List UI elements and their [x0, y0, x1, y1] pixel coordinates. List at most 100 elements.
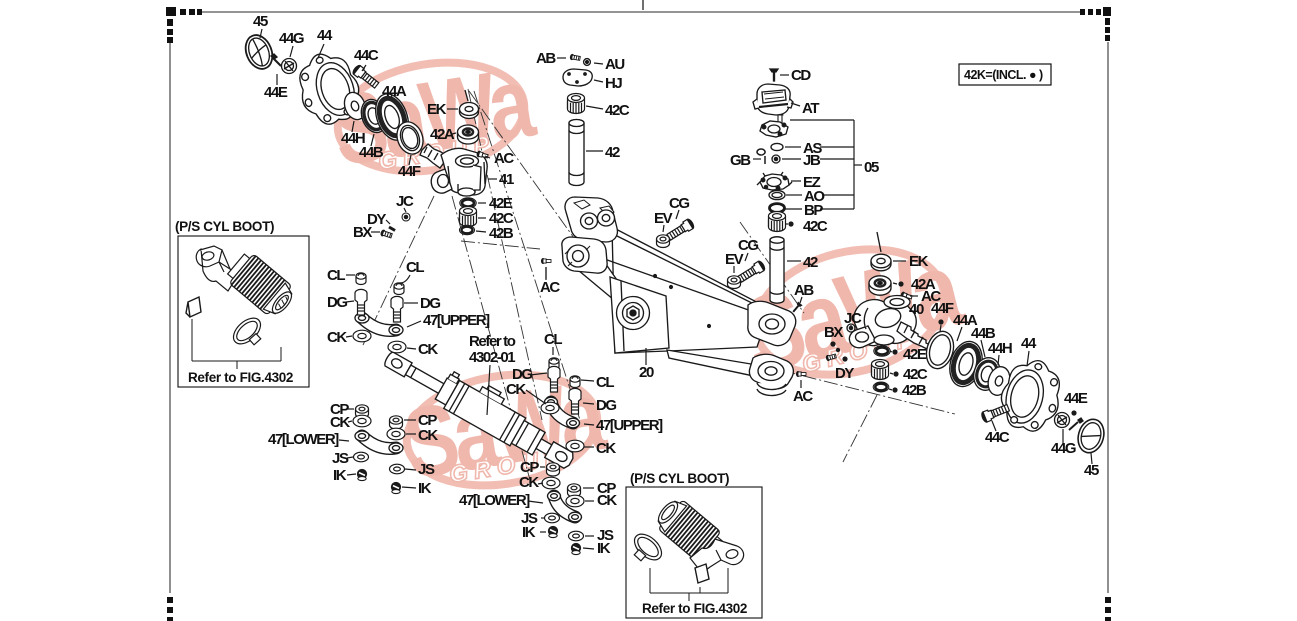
svg-text:IK: IK	[522, 524, 536, 541]
svg-text:05: 05	[864, 159, 879, 176]
svg-text:44A: 44A	[382, 83, 407, 100]
svg-text:BP: BP	[804, 202, 823, 219]
svg-text:JS: JS	[418, 461, 435, 478]
svg-text:EV: EV	[654, 210, 673, 227]
svg-text:42: 42	[803, 254, 818, 271]
svg-text:4302-01: 4302-01	[469, 349, 515, 366]
svg-text:47[LOWER]: 47[LOWER]	[459, 492, 530, 509]
svg-text:JC: JC	[844, 310, 862, 327]
svg-text:EK: EK	[909, 253, 929, 270]
svg-text:44: 44	[317, 27, 333, 44]
svg-text:CL: CL	[327, 267, 345, 284]
svg-text:IK: IK	[597, 540, 611, 557]
svg-text:AC: AC	[793, 388, 813, 405]
svg-text:AC: AC	[540, 279, 560, 296]
svg-text:CK: CK	[506, 381, 526, 398]
svg-text:BX: BX	[353, 224, 372, 241]
svg-text:IK: IK	[333, 467, 347, 484]
svg-text:(P/S CYL BOOT): (P/S CYL BOOT)	[175, 219, 274, 234]
svg-text:AU: AU	[605, 56, 624, 73]
svg-text:44B: 44B	[971, 325, 996, 342]
svg-text:DG: DG	[596, 397, 616, 414]
svg-text:CK: CK	[327, 329, 347, 346]
svg-text:44G: 44G	[279, 30, 304, 47]
svg-text:42B: 42B	[489, 225, 514, 242]
svg-text:CL: CL	[544, 331, 562, 348]
svg-text:CP: CP	[418, 412, 437, 429]
svg-text:CL: CL	[596, 374, 614, 391]
svg-text:42A: 42A	[430, 126, 455, 143]
svg-text:JB: JB	[803, 152, 821, 169]
svg-text:42C: 42C	[489, 210, 514, 227]
svg-text:CP: CP	[520, 459, 539, 476]
svg-text:CK: CK	[519, 474, 539, 491]
svg-text:40: 40	[909, 301, 924, 318]
svg-text:45: 45	[253, 13, 268, 30]
svg-text:CL: CL	[406, 259, 424, 276]
svg-text:CP: CP	[330, 401, 349, 418]
svg-text:EK: EK	[427, 101, 447, 118]
svg-text:42K=(INCL. ● ): 42K=(INCL. ● )	[964, 68, 1043, 82]
svg-text:CD: CD	[791, 67, 811, 84]
svg-text:DG: DG	[327, 294, 347, 311]
svg-text:BX: BX	[824, 324, 843, 341]
svg-text:JS: JS	[332, 450, 349, 467]
svg-text:AO: AO	[804, 188, 825, 205]
svg-text:DY: DY	[367, 211, 386, 228]
svg-text:47[UPPER]: 47[UPPER]	[596, 417, 663, 434]
svg-text:Refer to FIG.4302: Refer to FIG.4302	[188, 370, 293, 385]
svg-text:AC: AC	[921, 288, 941, 305]
svg-text:44E: 44E	[264, 84, 288, 101]
svg-text:IK: IK	[418, 480, 432, 497]
svg-text:CG: CG	[738, 237, 758, 254]
svg-text:DG: DG	[512, 366, 532, 383]
svg-text:Refer to: Refer to	[469, 333, 516, 350]
svg-text:44C: 44C	[354, 47, 379, 64]
svg-text:AT: AT	[802, 100, 819, 117]
svg-text:42E: 42E	[903, 346, 927, 363]
svg-text:41: 41	[499, 171, 514, 188]
svg-text:JS: JS	[597, 527, 614, 544]
svg-text:EZ: EZ	[803, 174, 821, 191]
svg-text:44F: 44F	[931, 300, 954, 317]
svg-text:42A: 42A	[911, 276, 936, 293]
svg-text:44E: 44E	[1064, 390, 1088, 407]
svg-text:44F: 44F	[398, 163, 421, 180]
svg-text:44G: 44G	[1051, 440, 1076, 457]
svg-text:CK: CK	[596, 440, 616, 457]
svg-text:44H: 44H	[988, 340, 1012, 357]
svg-text:HJ: HJ	[605, 75, 622, 92]
svg-text:42E: 42E	[489, 195, 513, 212]
svg-text:DY: DY	[835, 365, 854, 382]
svg-text:DG: DG	[420, 295, 440, 312]
svg-text:CG: CG	[669, 195, 689, 212]
svg-text:42C: 42C	[605, 102, 630, 119]
svg-text:42C: 42C	[803, 218, 828, 235]
svg-text:44H: 44H	[341, 130, 365, 147]
svg-text:JC: JC	[396, 193, 414, 210]
svg-text:JS: JS	[521, 510, 538, 527]
svg-text:CK: CK	[597, 492, 617, 509]
svg-text:44: 44	[1021, 335, 1037, 352]
svg-text:CK: CK	[418, 341, 438, 358]
svg-text:AB: AB	[536, 50, 556, 67]
svg-text:44B: 44B	[359, 144, 384, 161]
svg-text:CP: CP	[597, 480, 616, 497]
svg-text:20: 20	[639, 364, 654, 381]
svg-text:42B: 42B	[902, 382, 927, 399]
svg-text:AB: AB	[794, 282, 814, 299]
svg-text:EV: EV	[725, 251, 744, 268]
svg-text:AS: AS	[803, 140, 822, 157]
svg-text:47[LOWER]: 47[LOWER]	[268, 431, 339, 448]
svg-text:CK: CK	[330, 414, 350, 431]
svg-text:GB: GB	[730, 152, 751, 169]
svg-text:47[UPPER]: 47[UPPER]	[423, 312, 490, 329]
svg-text:AC: AC	[494, 150, 514, 167]
svg-text:42: 42	[605, 144, 620, 161]
svg-text:44A: 44A	[953, 312, 978, 329]
svg-text:CK: CK	[418, 427, 438, 444]
svg-text:Refer to FIG.4302: Refer to FIG.4302	[642, 601, 747, 616]
svg-text:44C: 44C	[985, 429, 1010, 446]
svg-text:(P/S CYL BOOT): (P/S CYL BOOT)	[630, 471, 729, 486]
svg-text:42C: 42C	[903, 366, 928, 383]
